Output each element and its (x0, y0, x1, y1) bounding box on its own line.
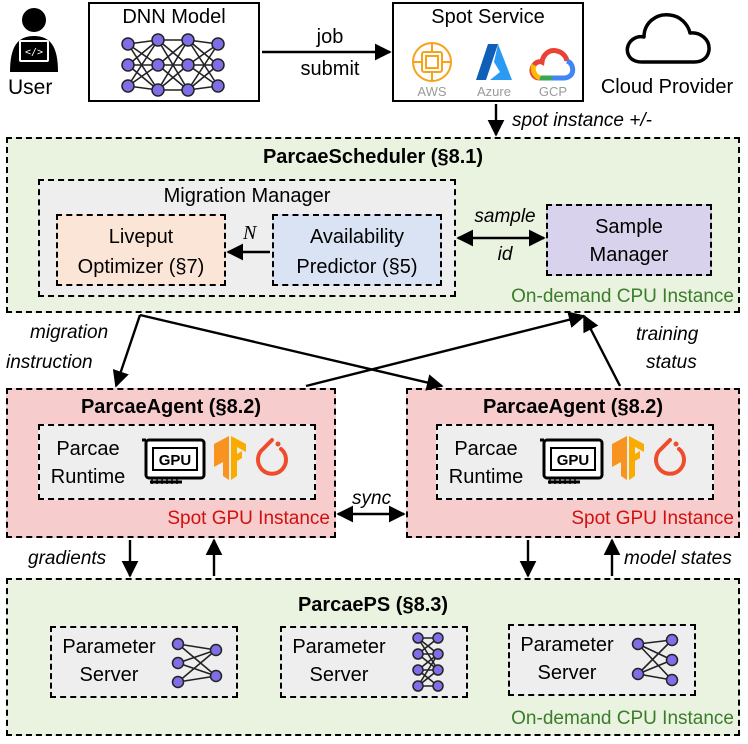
user-label: User (8, 76, 53, 99)
ps2-line2: Server (309, 664, 369, 686)
runtime-right-line1: Parcae (454, 438, 518, 460)
liveput-line2: Optimizer (§7) (77, 256, 205, 278)
instruction-label: instruction (6, 352, 93, 373)
availability-line2: Predictor (§5) (296, 256, 418, 278)
gradients-label: gradients (28, 548, 107, 569)
aws-label: AWS (417, 84, 447, 99)
ps2-line1: Parameter (292, 636, 386, 658)
ps1-line1: Parameter (62, 636, 156, 658)
ps-title: ParcaePS (§8.3) (297, 594, 449, 616)
parameter-server-box-3 (508, 624, 696, 696)
agent-instance-left: Spot GPU Instance (167, 508, 330, 529)
aws-icon (412, 42, 452, 82)
agent-title-right: ParcaeAgent (§8.2) (482, 396, 664, 418)
availability-line1: Availability (309, 226, 405, 248)
scheduler-instance-label: On-demand CPU Instance (511, 286, 734, 307)
runtime-left-line2: Runtime (50, 466, 126, 488)
tensorflow-icon (214, 436, 246, 480)
training-arrow-left (305, 311, 586, 388)
migration-arrow-left (112, 314, 142, 388)
pytorch-icon (654, 438, 686, 476)
network-icon (412, 632, 444, 692)
agent-instance-right: Spot GPU Instance (571, 508, 734, 529)
runtime-right-line2: Runtime (448, 466, 524, 488)
gpu-icon: GPU (142, 438, 206, 484)
ps3-line2: Server (537, 662, 597, 684)
ps-instance-label: On-demand CPU Instance (511, 708, 734, 729)
migration-arrow-right (139, 313, 444, 391)
ps3-line1: Parameter (520, 634, 614, 656)
pytorch-icon (256, 438, 288, 476)
svg-text:GPU: GPU (159, 452, 192, 469)
user-icon: </> (10, 8, 58, 72)
sample-label: sample (474, 206, 536, 227)
liveput-line1: Liveput (108, 226, 174, 248)
n-label: N (243, 222, 257, 244)
liveput-optimizer-box (56, 214, 226, 286)
svg-text:GPU: GPU (557, 452, 590, 469)
sample-manager-box (546, 204, 712, 276)
sync-label: sync (352, 488, 392, 509)
id-label: id (497, 244, 513, 265)
cloud-icon (625, 13, 711, 64)
submit-label: submit (300, 58, 360, 80)
cloud-provider-label: Cloud Provider (600, 76, 734, 98)
tensorflow-icon (612, 436, 644, 480)
svg-text:</>: </> (25, 47, 43, 58)
training-label: training (636, 324, 699, 345)
parameter-server-box-1 (50, 626, 238, 698)
migration-manager-title: Migration Manager (163, 185, 331, 207)
status-label: status (646, 352, 697, 373)
migration-label: migration (30, 322, 109, 343)
model-states-label: model states (624, 548, 732, 569)
spot-instance-label: spot instance +/- (512, 110, 652, 131)
gcp-label: GCP (538, 84, 568, 99)
sample-manager-line1: Sample (595, 216, 663, 238)
gcp-icon (529, 48, 576, 81)
azure-label: Azure (477, 84, 511, 99)
training-arrow-right (582, 314, 622, 387)
spot-service-title: Spot Service (431, 6, 545, 28)
network-icon (631, 633, 679, 687)
runtime-box-right (436, 424, 714, 500)
agent-title-left: ParcaeAgent (§8.2) (80, 396, 262, 418)
runtime-left-line1: Parcae (56, 438, 120, 460)
gpu-icon: GPU (540, 438, 604, 484)
network-icon (171, 637, 223, 689)
dnn-model-title: DNN Model (122, 6, 226, 28)
azure-icon (476, 44, 512, 80)
scheduler-title: ParcaeScheduler (§8.1) (262, 146, 484, 168)
job-label: job (316, 26, 344, 48)
sample-manager-line2: Manager (589, 244, 669, 266)
availability-predictor-box (272, 214, 442, 286)
ps1-line2: Server (79, 664, 139, 686)
neural-network-icon (121, 33, 225, 97)
